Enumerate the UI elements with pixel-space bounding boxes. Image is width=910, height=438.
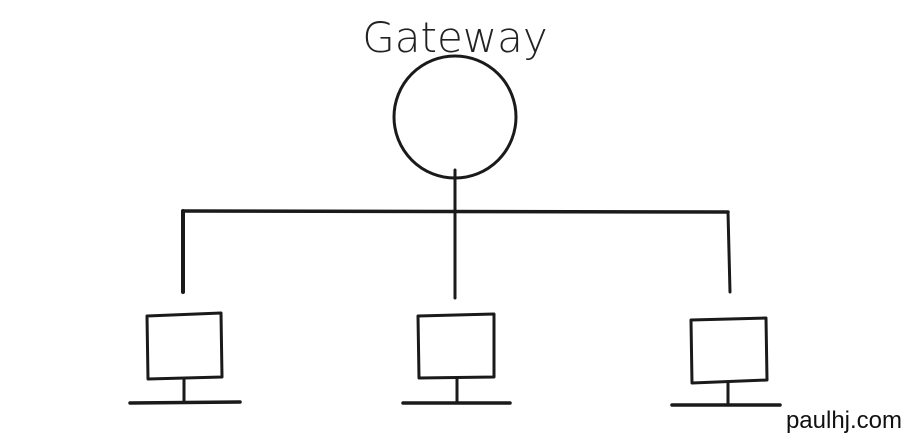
monitor-screen [416, 312, 496, 380]
bus-line [181, 209, 730, 214]
monitor-base [128, 400, 242, 405]
gateway-label: Gateway [362, 13, 548, 62]
network-links [181, 168, 732, 300]
computer-3-icon [670, 316, 782, 407]
computer-1-icon [128, 311, 242, 405]
monitor-screen [689, 316, 769, 385]
link-gateway-to-computer-3 [726, 210, 732, 294]
gateway-node [392, 54, 518, 180]
credit-text[interactable]: paulhj.com [786, 407, 902, 434]
computer-2-icon [401, 312, 512, 405]
monitor-screen [145, 311, 224, 381]
